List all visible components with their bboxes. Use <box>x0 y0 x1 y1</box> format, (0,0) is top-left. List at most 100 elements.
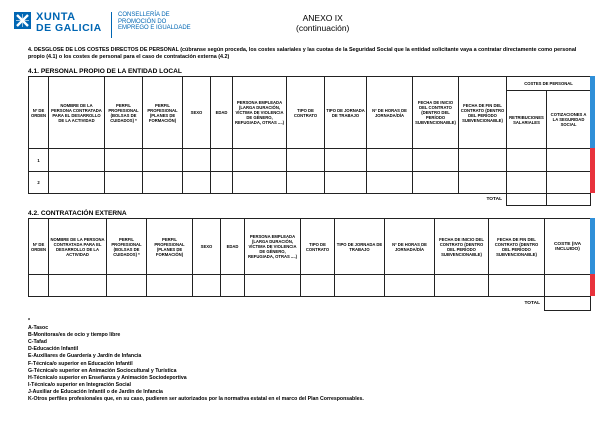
total-salaries-cell[interactable] <box>506 193 547 206</box>
legend-item: E-Auxiliares de Guardería y Jardín de In… <box>28 353 142 360</box>
cell-input[interactable] <box>488 274 545 297</box>
cell-input[interactable] <box>48 274 107 297</box>
cell-input[interactable] <box>182 148 211 172</box>
row-marker-red <box>590 274 595 296</box>
cell-input[interactable] <box>142 148 183 172</box>
total-row: TOTAL <box>28 193 592 206</box>
col-header-contract-type: TIPO DE CONTRATO <box>300 218 335 275</box>
col-header-sex: SEXO <box>182 76 211 149</box>
cell-input[interactable] <box>506 171 547 194</box>
cell-input[interactable] <box>28 274 49 297</box>
own-staff-table: Nº DE ORDEN NOMBRE DE LA PERSONA CONTRAT… <box>28 76 592 206</box>
col-header-profile-training: PERFIL PROFESIONAL (PLANES DE FORMACIÓN) <box>142 76 183 149</box>
total-social-security-cell[interactable] <box>545 193 592 206</box>
cell-input[interactable] <box>545 171 592 194</box>
annex-heading: ANEXO IX (continuación) <box>296 13 349 33</box>
logo-line2: DE GALICIA <box>36 22 102 34</box>
cell-input[interactable] <box>545 148 592 172</box>
col-header-age: EDAD <box>220 218 245 275</box>
cell-input[interactable] <box>232 171 287 194</box>
col-header-contract-type: TIPO DE CONTRATO <box>286 76 325 149</box>
cell-input[interactable] <box>48 148 105 172</box>
cell-input[interactable] <box>210 148 233 172</box>
logo-text: XUNTA DE GALICIA <box>36 11 102 34</box>
cell-input[interactable] <box>412 171 459 194</box>
cell-input[interactable] <box>412 148 459 172</box>
logo-line1: XUNTA <box>36 11 76 23</box>
cell-input[interactable] <box>366 148 413 172</box>
legend-item: F-Técnica/o superior en Educación Infant… <box>28 360 133 367</box>
legend-item: D-Educación Infantil <box>28 346 79 353</box>
row-marker-blue <box>590 218 595 274</box>
legend-item: I-Técnica/o superior en Integración Soci… <box>28 381 131 388</box>
xunta-logo: XUNTA DE GALICIA CONSELLERÍA DE PROMOCIÓ… <box>14 12 204 42</box>
cell-input[interactable] <box>458 171 507 194</box>
cell-input[interactable] <box>506 148 547 172</box>
cell-input[interactable] <box>106 274 147 297</box>
cell-input[interactable] <box>48 171 105 194</box>
col-header-start-date: FECHA DE INICIO DEL CONTRATO (DENTRO DEL… <box>434 218 489 275</box>
col-header-employee-type: PERSONA EMPLEADA (LARGA DURACIÓN, VÍCTIM… <box>232 76 287 149</box>
dept-line: PROMOCIÓN DO <box>118 18 167 25</box>
col-header-hours: Nº DE HORAS DE JORNADA/DÍA <box>384 218 435 275</box>
col-header-profile-training: PERFIL PROFESIONAL (PLANES DE FORMACIÓN) <box>146 218 193 275</box>
col-header-name: NOMBRE DE LA PERSONA CONTRATADA PARA EL … <box>48 76 105 149</box>
legend-marker: * <box>28 318 31 324</box>
col-header-order: Nº DE ORDEN <box>28 218 49 275</box>
section-title-external: 4.2. CONTRATACIÓN EXTERNA <box>28 210 127 217</box>
col-header-workday-type: TIPO DE JORNADA DE TRABAJO <box>334 218 385 275</box>
profile-legend: * A-Tasoc B-Monitoras/es de ocio y tiemp… <box>28 318 364 403</box>
col-header-hours: Nº DE HORAS DE JORNADA/DÍA <box>366 76 413 149</box>
annex-title: ANEXO IX <box>302 13 343 23</box>
total-label: TOTAL <box>28 193 507 206</box>
col-header-salaries: RETRIBUCIONES SALARIALES <box>506 90 547 149</box>
table-row: 1 <box>28 148 592 172</box>
cell-input[interactable] <box>286 148 325 172</box>
cell-input[interactable] <box>104 171 143 194</box>
cell-input[interactable] <box>434 274 489 297</box>
cell-input[interactable] <box>142 171 183 194</box>
row-marker-blue <box>590 76 595 148</box>
table-row <box>28 274 591 297</box>
cell-input[interactable] <box>384 274 435 297</box>
col-header-sex: SEXO <box>192 218 221 275</box>
legend-item: B-Monitoras/es de ocio y tiempo libre <box>28 332 121 339</box>
cell-input[interactable] <box>182 171 211 194</box>
col-header-profile-care: PERFIL PROFESIONAL (BOLSAS DE CUIDADOS) … <box>104 76 143 149</box>
cell-input[interactable] <box>210 171 233 194</box>
intro-note: 4. DESGLOSE DE LOS COSTES DIRECTOS DE PE… <box>28 47 577 61</box>
col-header-order: Nº DE ORDEN <box>28 76 49 149</box>
dept-line: EMPREGO E IGUALDADE <box>118 25 191 31</box>
cell-input[interactable] <box>146 274 193 297</box>
logo-divider <box>111 12 112 38</box>
cell-input[interactable] <box>324 148 367 172</box>
total-row: TOTAL <box>28 296 591 311</box>
col-header-social-security: COTIZACIONES A LA SEGURIDAD SOCIAL <box>545 90 592 149</box>
col-header-name: NOMBRE DE LA PERSONA CONTRATADA PARA EL … <box>48 218 107 275</box>
cell-input[interactable] <box>220 274 245 297</box>
cell-input[interactable] <box>458 148 507 172</box>
annex-subtitle: (continuación) <box>296 23 350 33</box>
row-number: 1 <box>28 148 49 172</box>
col-header-employee-type: PERSONA EMPLEADA (LARGA DURACIÓN, VÍCTIM… <box>244 218 301 275</box>
cell-input[interactable] <box>286 171 325 194</box>
cell-input[interactable] <box>300 274 335 297</box>
cell-input[interactable] <box>244 274 301 297</box>
col-header-end-date: FECHA DE FIN DEL CONTRATO (DENTRO DEL PE… <box>458 76 507 149</box>
col-header-start-date: FECHA DE INICIO DEL CONTRATO (DENTRO DEL… <box>412 76 459 149</box>
col-group-staff-costs: COSTES DE PERSONAL <box>505 76 592 91</box>
col-header-profile-care: PERFIL PROFESIONAL (BOLSAS DE CUIDADOS) … <box>106 218 147 275</box>
cell-input[interactable] <box>366 171 413 194</box>
total-cost-cell[interactable] <box>544 296 591 311</box>
cell-input[interactable] <box>324 171 367 194</box>
cell-input[interactable] <box>192 274 221 297</box>
col-header-end-date: FECHA DE FIN DEL CONTRATO (DENTRO DEL PE… <box>488 218 545 275</box>
xunta-emblem-icon <box>14 12 31 29</box>
cell-input[interactable] <box>104 148 143 172</box>
cell-input[interactable] <box>544 274 591 297</box>
col-header-workday-type: TIPO DE JORNADA DE TRABAJO <box>324 76 367 149</box>
cell-input[interactable] <box>232 148 287 172</box>
legend-item: H-Técnica/o superior en Enseñanza y Anim… <box>28 374 187 381</box>
external-contracting-table: Nº DE ORDEN NOMBRE DE LA PERSONA CONTRAT… <box>28 218 591 311</box>
cell-input[interactable] <box>334 274 385 297</box>
